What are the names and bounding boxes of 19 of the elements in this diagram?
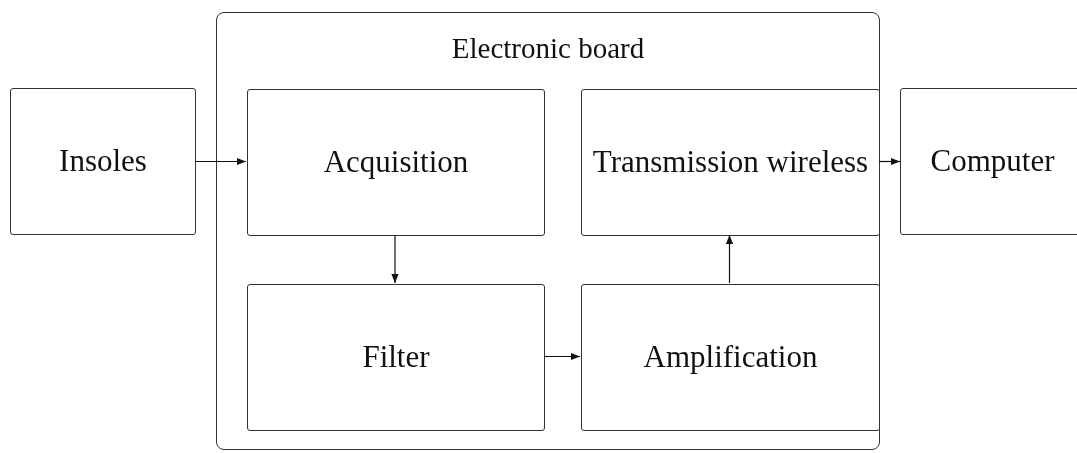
arrow bbox=[543, 352, 581, 361]
process-box bbox=[900, 88, 1077, 235]
group-title: Electronic board bbox=[450, 33, 646, 64]
arrow bbox=[878, 157, 901, 166]
box-label: Amplification bbox=[642, 341, 819, 374]
arrow bbox=[195, 157, 247, 166]
process-box bbox=[581, 284, 880, 431]
arrow bbox=[725, 234, 734, 284]
process-box bbox=[581, 89, 880, 236]
box-label: Filter bbox=[361, 341, 431, 374]
group-box bbox=[216, 12, 880, 450]
box-label: Computer bbox=[929, 145, 1056, 178]
box-label: Transmission wireless bbox=[591, 146, 870, 179]
process-box bbox=[10, 88, 196, 235]
box-label: Acquisition bbox=[322, 146, 470, 179]
process-box bbox=[247, 284, 545, 431]
arrow bbox=[391, 234, 399, 284]
process-box bbox=[247, 89, 545, 236]
box-label: Insoles bbox=[58, 145, 148, 178]
